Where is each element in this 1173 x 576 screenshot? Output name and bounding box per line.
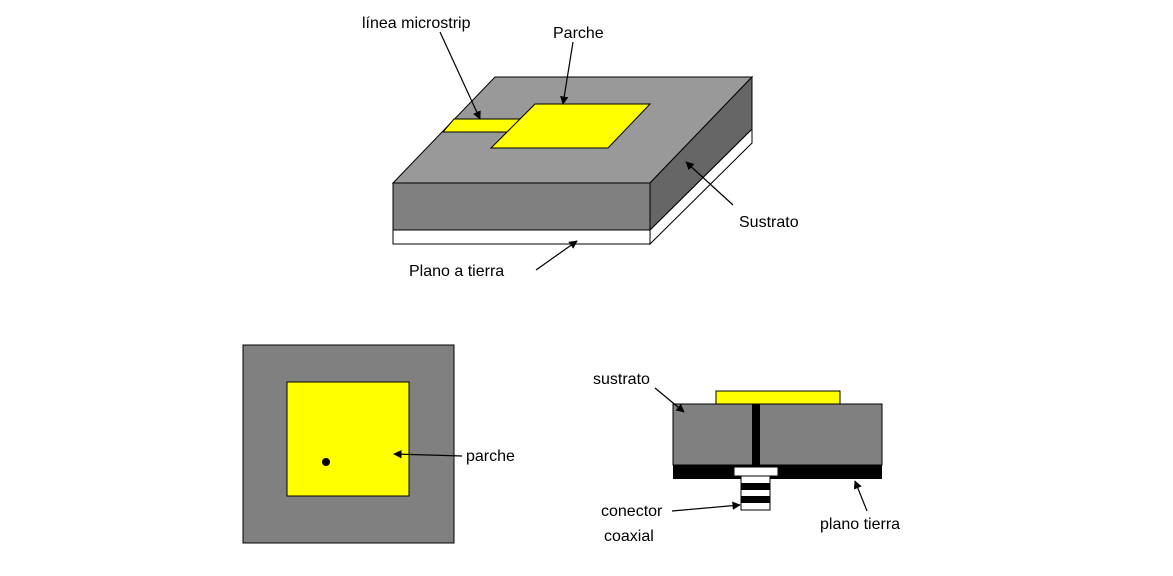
patch-top-label: Parche — [553, 25, 604, 42]
side-view-substrate — [672, 403, 883, 466]
patch-3d — [489, 103, 652, 149]
microstrip-line-label: línea microstrip — [362, 15, 471, 32]
ground-plane-top-leader — [535, 240, 578, 271]
substrate-right-face — [649, 75, 753, 232]
top-view: parche — [242, 344, 515, 544]
top-view-patch — [286, 381, 410, 497]
ground-plane-side-label: plano tierra — [820, 516, 900, 533]
coax-connector-leader — [671, 501, 741, 512]
patch-top-leader — [560, 41, 574, 105]
substrate-side-leader — [654, 387, 685, 413]
patch-bottom-leader — [393, 450, 463, 459]
side-view: sustrato conector coaxial plano tierra — [593, 371, 900, 545]
feed-point-dot — [322, 458, 330, 466]
coax-connector-label-line2: coaxial — [604, 528, 654, 545]
isometric-view: línea microstrip Parche Sustrato Plano a… — [362, 15, 799, 280]
feed-pin — [752, 404, 760, 465]
ground-plane-top-label: Plano a tierra — [409, 263, 504, 280]
substrate-top-leader — [685, 161, 734, 206]
substrate-side-label: sustrato — [593, 371, 650, 388]
coax-connector-label-line1: conector — [601, 503, 663, 520]
substrate-top-label: Sustrato — [739, 214, 799, 231]
microstrip-leader — [439, 31, 481, 120]
coax-connector-band-2 — [741, 496, 770, 503]
substrate-front-face — [392, 182, 651, 231]
patch-bottom-label: parche — [466, 448, 515, 465]
coax-connector-band-1 — [741, 483, 770, 490]
side-view-patch — [715, 390, 841, 405]
ground-plane-front — [392, 229, 651, 245]
coax-connector-flange — [733, 466, 779, 477]
coax-connector-body — [740, 475, 771, 511]
ground-plane-side-leader — [853, 480, 868, 512]
